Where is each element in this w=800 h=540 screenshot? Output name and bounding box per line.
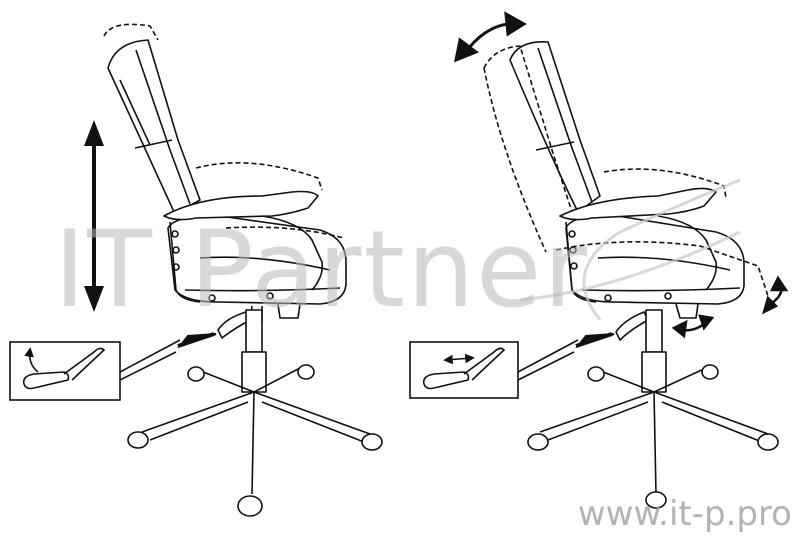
curved-arrow-icon (24, 347, 39, 373)
up-down-arrow-icon (84, 120, 104, 312)
right-seat (555, 214, 769, 305)
left-gas-lift (241, 309, 267, 393)
curved-arrow-icon (453, 11, 527, 63)
curved-arrow-icon (671, 314, 715, 339)
right-gas-lift (641, 309, 667, 393)
right-star-base (527, 364, 779, 509)
right-lever-inset (409, 339, 579, 399)
left-right-arrow-icon (443, 353, 475, 365)
left-star-base (127, 364, 383, 517)
left-lever-inset (9, 339, 181, 401)
left-backrest (103, 23, 201, 215)
left-seat (167, 215, 347, 305)
right-backrest (483, 41, 601, 253)
right-armrest (559, 168, 727, 303)
left-armrest (163, 162, 345, 303)
watermark-logo (519, 178, 741, 321)
pointer-line (119, 339, 181, 373)
curved-arrow-icon (762, 275, 789, 315)
left-chair (103, 23, 383, 517)
